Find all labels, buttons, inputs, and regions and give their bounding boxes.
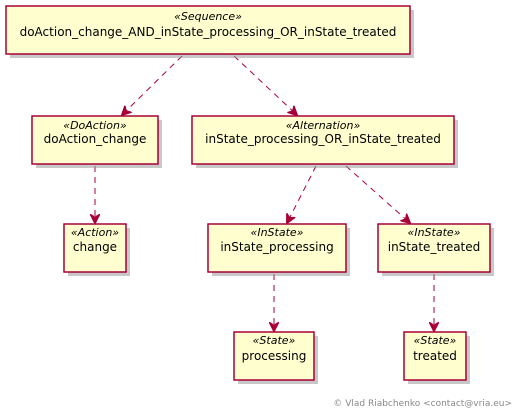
node-alternation: «Alternation» inState_processing_OR_inSt… xyxy=(191,115,458,168)
node-alternation-stereotype: «Alternation» xyxy=(286,119,361,132)
node-instate-treated: «InState» inState_treated xyxy=(377,223,494,276)
node-alternation-name: inState_processing_OR_inState_treated xyxy=(205,132,441,146)
node-instate-processing: «InState» inState_processing xyxy=(207,223,350,276)
node-state-treated-stereotype: «State» xyxy=(414,334,457,347)
copyright-footer: © Vlad Riabchenko <contact@vria.eu> xyxy=(333,399,512,409)
node-instate-treated-name: inState_treated xyxy=(388,240,481,254)
node-sequence: «Sequence» doAction_change_AND_inState_p… xyxy=(5,5,414,58)
node-instate-treated-stereotype: «InState» xyxy=(408,226,461,239)
node-action-name: change xyxy=(73,240,117,254)
node-doaction-stereotype: «DoAction» xyxy=(63,119,127,132)
edges-layer xyxy=(95,55,434,331)
node-state-processing: «State» processing xyxy=(233,331,318,384)
nodes-layer: «Sequence» doAction_change_AND_inState_p… xyxy=(5,5,494,384)
node-action-stereotype: «Action» xyxy=(71,226,119,239)
node-state-processing-stereotype: «State» xyxy=(253,334,296,347)
node-instate-processing-name: inState_processing xyxy=(220,240,333,254)
node-sequence-name: doAction_change_AND_inState_processing_O… xyxy=(20,25,397,39)
edge-seq-to-alt xyxy=(233,55,297,115)
node-doaction: «DoAction» doAction_change xyxy=(31,115,162,168)
node-state-processing-name: processing xyxy=(242,349,307,363)
edge-alt-to-istreat xyxy=(345,165,410,223)
edge-seq-to-doact xyxy=(122,55,183,115)
node-doaction-name: doAction_change xyxy=(44,132,147,146)
node-action: «Action» change xyxy=(63,223,130,276)
node-instate-processing-stereotype: «InState» xyxy=(251,226,304,239)
edge-alt-to-isproc xyxy=(287,165,317,223)
node-sequence-stereotype: «Sequence» xyxy=(174,10,242,23)
node-state-treated: «State» treated xyxy=(403,331,470,384)
node-state-treated-name: treated xyxy=(413,349,457,363)
